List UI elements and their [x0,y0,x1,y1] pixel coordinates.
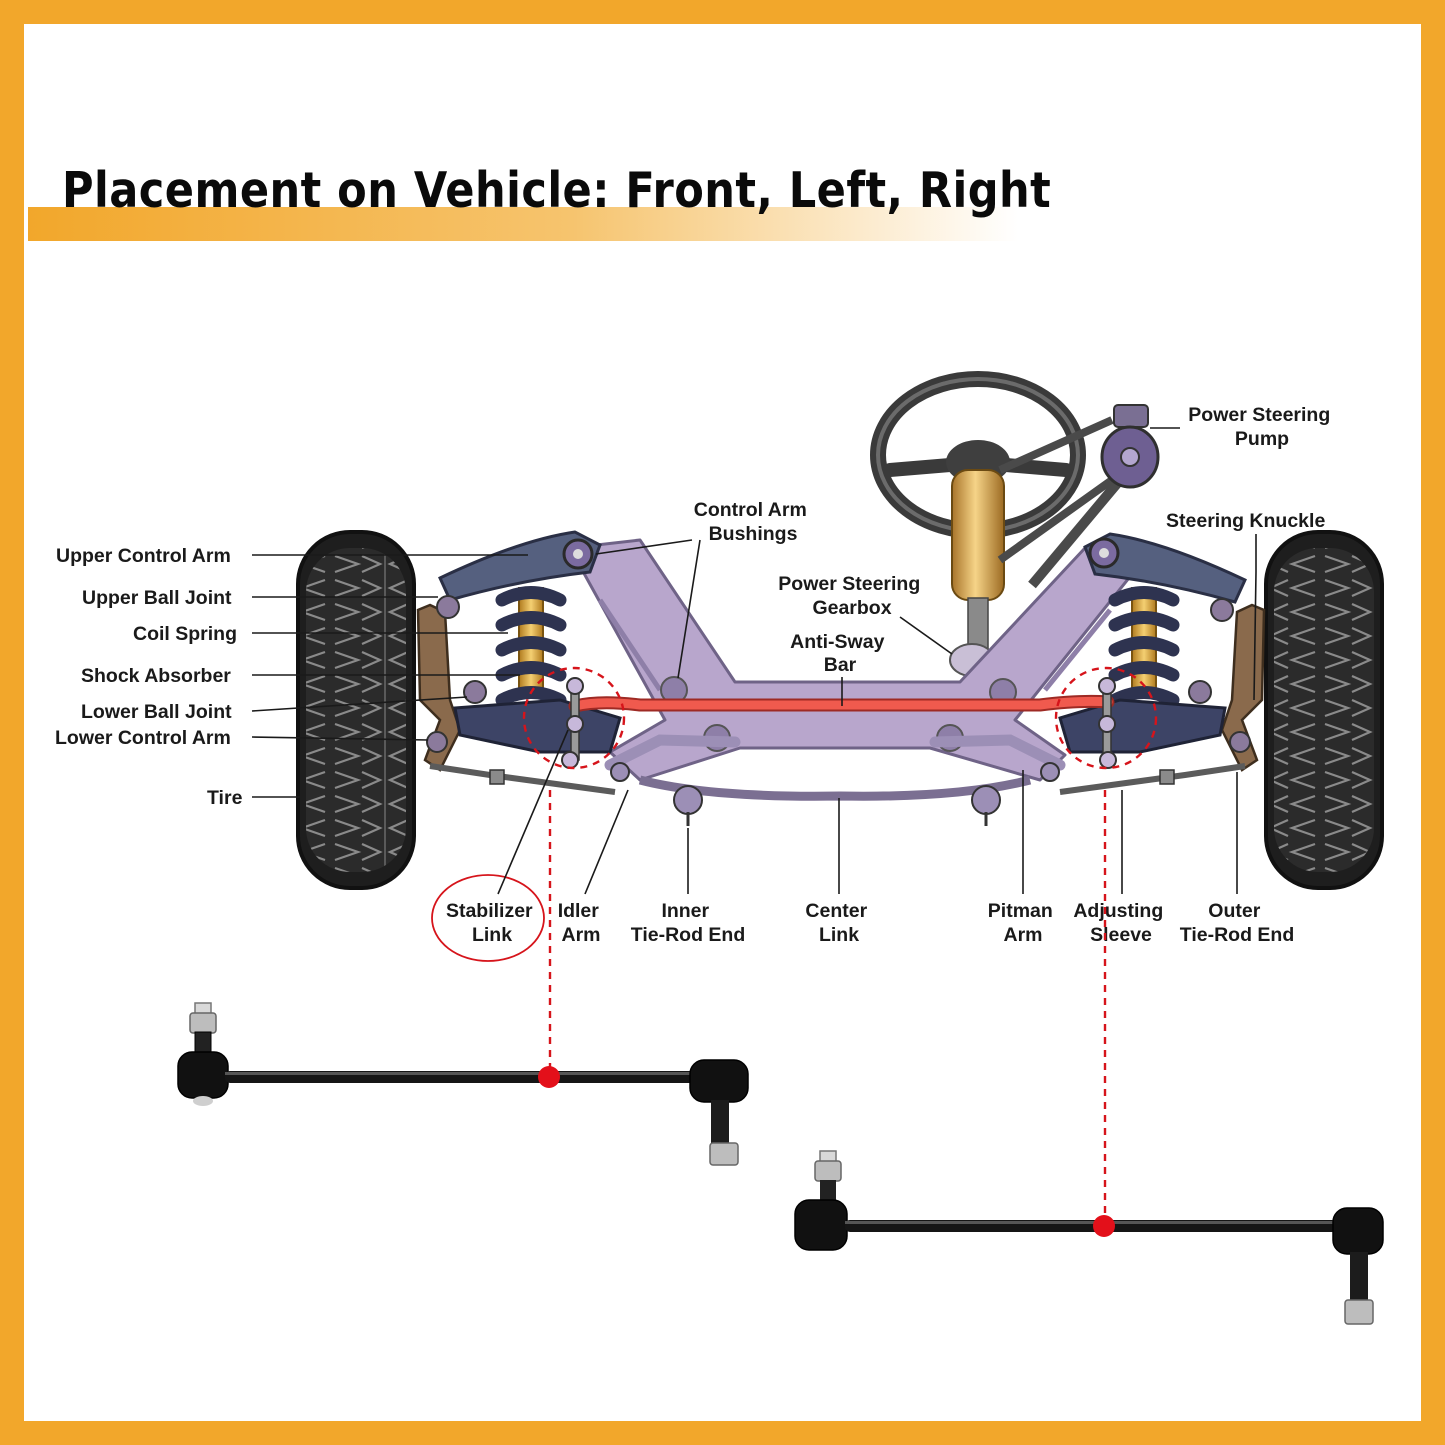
upper-control-arm-right [1083,532,1247,604]
page-title: Placement on Vehicle: Front, Left, Right [62,162,1052,219]
label-anti-sway-bar: Anti-Sway Bar [790,631,890,676]
steering-knuckle-right [1188,598,1266,772]
leader-lines-bottom [497,729,1238,895]
highlight-ellipse-stabilizer-label [431,874,545,962]
leader-lines-left [251,554,528,798]
steering-linkage [429,734,1246,826]
label-center-link: Center Link [805,900,872,946]
label-power-steering-gearbox: Power Steering Gearbox [778,573,925,619]
stabilizer-link-left-installed [561,677,584,769]
label-upper-control-arm: Upper Control Arm [56,545,231,567]
label-power-steering-pump: Power Steering Pump [1188,404,1335,450]
label-coil-spring: Coil Spring [133,623,237,645]
label-tire: Tire [207,787,243,809]
label-lower-control-arm: Lower Control Arm [55,727,231,749]
label-outer-tie-rod-end: Outer Tie-Rod End [1180,900,1294,946]
marker-dot-left [538,1066,560,1088]
label-lower-ball-joint: Lower Ball Joint [81,701,232,723]
label-pitman-arm: Pitman Arm [988,900,1058,946]
product-stabilizer-link-2 [794,1150,1384,1325]
marker-dot-right [1093,1215,1115,1237]
product-stabilizer-link-1 [177,1002,749,1166]
label-upper-ball-joint: Upper Ball Joint [82,587,232,609]
title-highlight-band [28,207,1018,241]
stabilizer-link-right-installed [1098,677,1117,769]
leader-lines-top [595,427,1257,706]
coil-spring-left [495,586,567,707]
anti-sway-bar [568,694,1115,713]
label-steering-knuckle: Steering Knuckle [1166,510,1325,532]
label-inner-tie-rod-end: Inner Tie-Rod End [631,900,745,946]
tire-left [296,530,416,890]
label-adjusting-sleeve: Adjusting Sleeve [1073,900,1168,946]
label-control-arm-bushings: Control Arm Bushings [694,499,812,545]
tire-right [1264,530,1384,890]
power-steering-pump [997,404,1160,589]
highlight-circle-left [522,666,626,770]
highlight-circle-right [1054,666,1158,770]
coil-spring-right [1108,586,1180,707]
label-idler-arm: Idler Arm [558,900,605,946]
label-shock-absorber: Shock Absorber [81,665,231,687]
label-stabilizer-link: Stabilizer Link [446,900,538,946]
steering-knuckle-left [416,595,487,772]
